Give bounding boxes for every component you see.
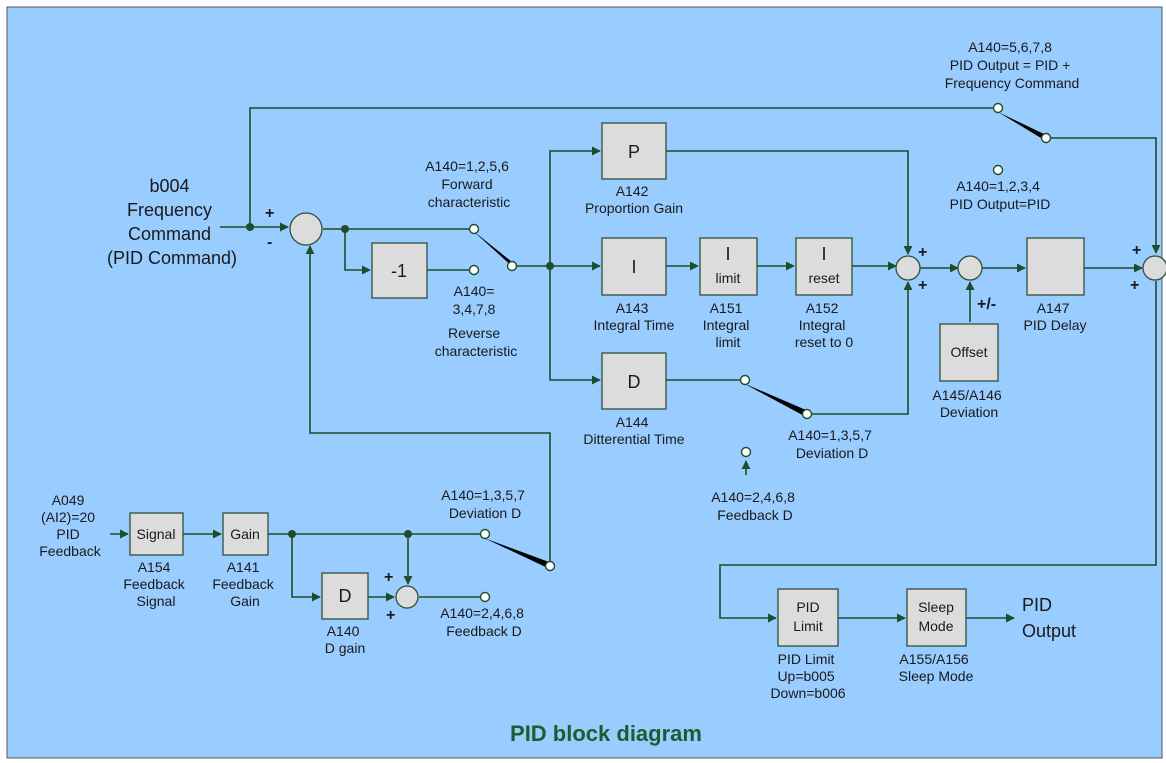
reverse-switch-label: A140= 3,4,7,8 Reverse characteristic xyxy=(435,283,517,359)
svg-text:+: + xyxy=(386,607,395,624)
switch-terminals xyxy=(468,102,1052,603)
signal-wires xyxy=(110,107,1161,623)
block-ireset: I reset xyxy=(795,237,853,296)
block-delay xyxy=(1026,237,1085,296)
diagram-background xyxy=(6,6,1163,759)
junction-dots xyxy=(246,223,554,538)
sleep-mode-caption: A155/A156 Sleep Mode xyxy=(899,651,974,684)
block-ilimit: I limit xyxy=(699,237,758,296)
dgain-caption: A140 D gain xyxy=(325,623,365,656)
svg-text:+: + xyxy=(1130,277,1139,294)
block-signal: Signal xyxy=(129,512,184,556)
ireset-caption: A152 Integral reset to 0 xyxy=(795,300,854,350)
deviation-d-switch-label-bottom: A140=1,3,5,7 Deviation D xyxy=(441,487,529,521)
svg-text:+/-: +/- xyxy=(977,296,996,313)
feedback-d-switch-label-top: A140=2,4,6,8 Feedback D xyxy=(711,489,799,523)
svg-text:Mode: Mode xyxy=(918,618,953,634)
i-caption: A143 Integral Time xyxy=(594,300,675,333)
sum-junction-1 xyxy=(289,212,323,246)
gain-caption: A141 Feedback Gain xyxy=(212,559,277,609)
svg-text:limit: limit xyxy=(716,270,741,286)
block-sleep-mode: Sleep Mode xyxy=(906,588,967,647)
svg-text:+: + xyxy=(1132,242,1141,259)
p-caption: A142 Proportion Gain xyxy=(585,183,683,216)
summing-junctions xyxy=(289,212,1166,609)
signal-caption: A154 Feedback Signal xyxy=(123,559,188,609)
pid-only-switch-label: A140=1,2,3,4 PID Output=PID xyxy=(950,178,1051,212)
sum-junction-3 xyxy=(957,255,983,281)
pid-limit-caption: PID Limit Up=b005 Down=b006 xyxy=(770,651,845,701)
svg-text:+: + xyxy=(918,244,927,261)
forward-switch-label: A140=1,2,5,6 Forward characteristic xyxy=(425,158,513,210)
svg-text:Gain: Gain xyxy=(230,526,260,542)
block-p: P xyxy=(601,122,667,180)
sum-junction-4 xyxy=(1142,255,1166,281)
svg-text:PID: PID xyxy=(796,599,819,615)
svg-text:+: + xyxy=(384,569,393,586)
block-offset: Offset xyxy=(939,323,999,382)
diagram-title: PID block diagram xyxy=(510,721,702,746)
block-i: I xyxy=(601,237,667,296)
svg-text:Signal: Signal xyxy=(137,526,176,542)
svg-text:Offset: Offset xyxy=(950,344,987,360)
svg-text:I: I xyxy=(725,244,730,264)
ilimit-caption: A151 Integral limit xyxy=(703,300,754,350)
freq-add-switch-label: A140=5,6,7,8 PID Output = PID + Frequenc… xyxy=(945,39,1080,91)
offset-caption: A145/A146 Deviation xyxy=(932,387,1005,420)
delay-caption: A147 PID Delay xyxy=(1023,300,1086,333)
svg-text:I: I xyxy=(821,244,826,264)
svg-text:+: + xyxy=(265,205,274,222)
block-neg: -1 xyxy=(371,242,428,299)
pid-feedback-label: A049 (AI2)=20 PID Feedback xyxy=(39,492,101,559)
pid-output-label: PID Output xyxy=(1022,595,1076,641)
d-caption: A144 Ditterential Time xyxy=(583,414,684,447)
block-d: D xyxy=(601,352,667,410)
svg-text:reset: reset xyxy=(808,270,839,286)
svg-text:Sleep: Sleep xyxy=(918,599,954,615)
svg-text:-1: -1 xyxy=(391,261,407,281)
svg-text:Limit: Limit xyxy=(793,618,823,634)
svg-text:D: D xyxy=(628,372,641,392)
svg-text:I: I xyxy=(631,257,636,277)
block-pid-limit: PID Limit xyxy=(777,588,839,647)
svg-text:-: - xyxy=(267,234,272,251)
svg-text:P: P xyxy=(628,142,640,162)
sign-labels: + - + + +/- + + + + xyxy=(265,205,1141,624)
switch-blades xyxy=(472,112,1046,570)
block-gain: Gain xyxy=(222,512,269,556)
block-dgain: D xyxy=(321,572,369,620)
sum-junction-feedback xyxy=(395,585,419,609)
svg-text:+: + xyxy=(918,277,927,294)
frequency-command-label: b004 Frequency Command (PID Command) xyxy=(107,176,237,268)
deviation-d-switch-label-top: A140=1,3,5,7 Deviation D xyxy=(788,427,876,461)
sum-junction-2 xyxy=(895,255,921,281)
feedback-d-switch-label-bottom: A140=2,4,6,8 Feedback D xyxy=(440,605,528,639)
svg-text:D: D xyxy=(339,586,352,606)
